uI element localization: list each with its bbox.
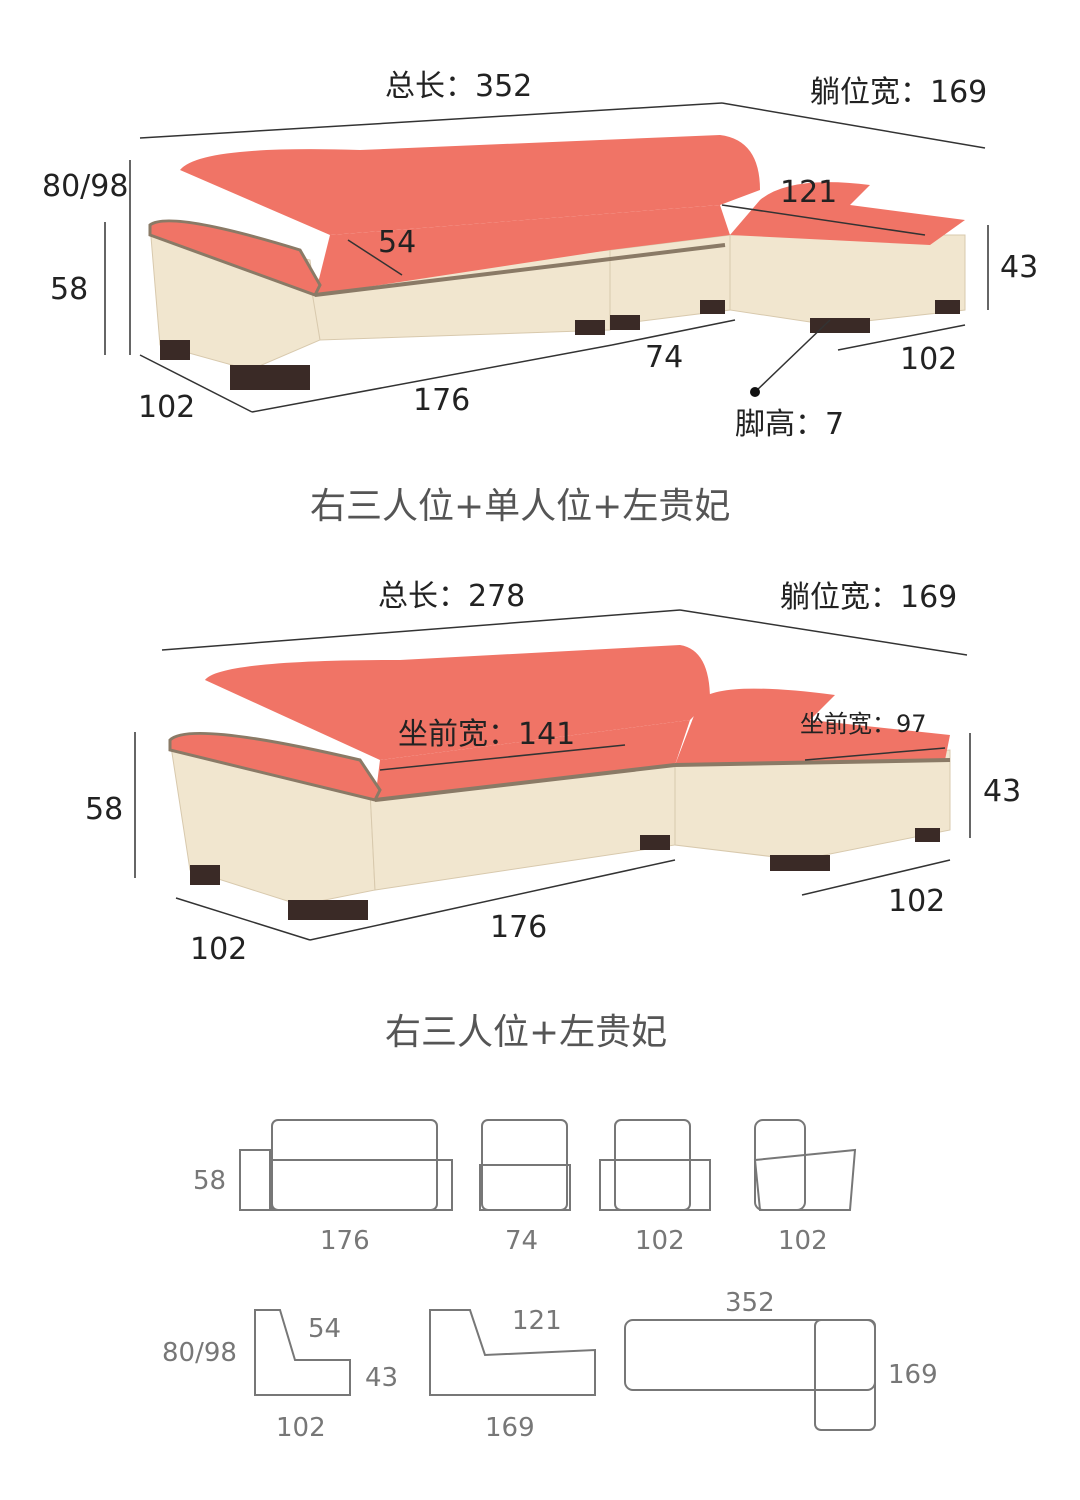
ld-total: 352 — [725, 1288, 775, 1318]
ld-height: 58 — [193, 1166, 227, 1196]
ld-w1: 176 — [320, 1226, 370, 1256]
sofa-config2 — [168, 645, 951, 920]
leg-height-label: 脚高：7 — [735, 407, 845, 442]
chaise-height-label: 43 — [983, 774, 1022, 809]
ld-back-height: 80/98 — [162, 1338, 237, 1368]
lie-width-label: 躺位宽：169 — [780, 580, 958, 615]
seat-front-label: 坐前宽：141 — [398, 717, 576, 752]
dimension-lines-2 — [134, 609, 971, 941]
dimension-lines-1 — [104, 102, 989, 413]
ld-seat-height: 43 — [365, 1363, 399, 1393]
chaise-depth-label: 102 — [888, 884, 946, 919]
three-width-label: 176 — [490, 910, 548, 945]
line-drawings — [239, 1119, 876, 1431]
depth-label: 102 — [190, 932, 248, 967]
back-height-label: 80/98 — [42, 169, 129, 204]
chaise-front-label: 坐前宽：97 — [800, 710, 927, 738]
chaise-depth-label: 102 — [900, 342, 958, 377]
ld-w4: 102 — [778, 1226, 828, 1256]
ld-w2: 74 — [505, 1226, 539, 1256]
ld-lie: 169 — [888, 1360, 938, 1390]
three-width-label: 176 — [413, 383, 471, 418]
arm-height-label: 58 — [50, 272, 89, 307]
ld-seat-depth: 54 — [308, 1314, 342, 1344]
chaise-height-label: 43 — [1000, 250, 1039, 285]
ld-w3: 102 — [635, 1226, 685, 1256]
single-width-label: 74 — [645, 340, 684, 375]
depth-label: 102 — [138, 390, 196, 425]
total-length-label: 总长：278 — [378, 579, 526, 614]
ld-chaise-seat: 121 — [512, 1306, 562, 1336]
caption-config1: 右三人位+单人位+左贵妃 — [310, 486, 731, 527]
arm-height-label: 58 — [85, 792, 124, 827]
ld-chaise-len: 169 — [485, 1413, 535, 1443]
lie-width-label: 躺位宽：169 — [810, 75, 988, 110]
chaise-seat-label: 121 — [780, 175, 838, 210]
total-length-label: 总长：352 — [385, 69, 533, 104]
seat-depth-label: 54 — [378, 225, 417, 260]
ld-depth: 102 — [276, 1413, 326, 1443]
caption-config2: 右三人位+左贵妃 — [385, 1012, 668, 1053]
sofa-config1 — [148, 135, 966, 390]
